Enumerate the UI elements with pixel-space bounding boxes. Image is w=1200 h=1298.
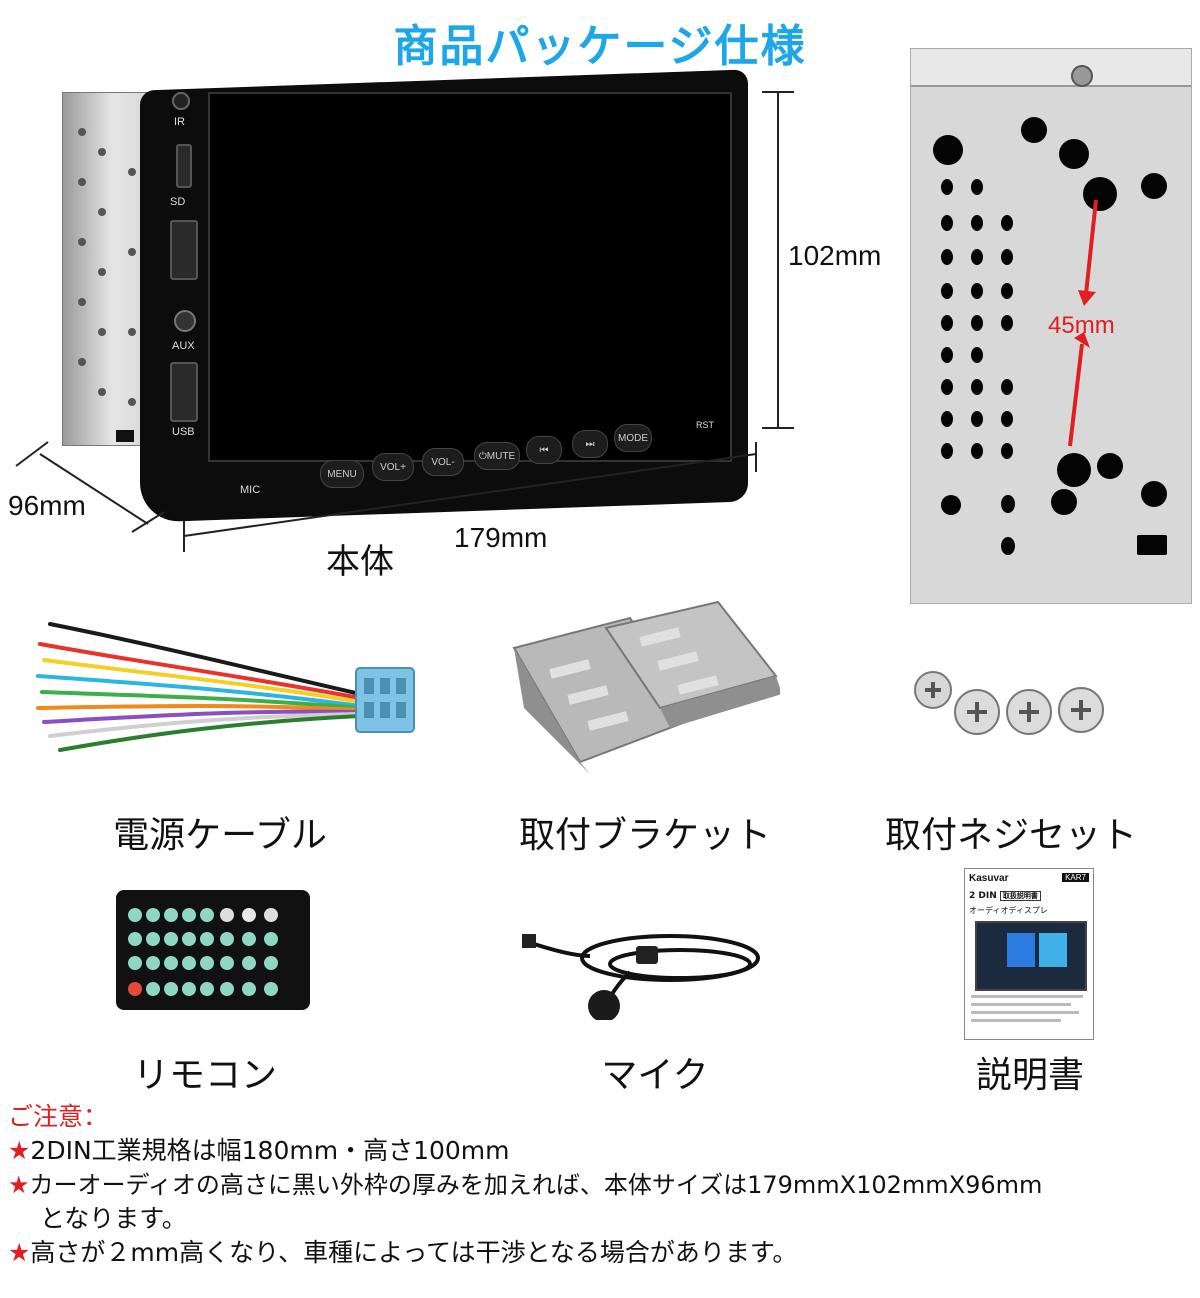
notes-section: ご注意： ★2DIN工業規格は幅180mm・高さ100mm ★カーオーディオの高… bbox=[8, 1100, 1198, 1270]
note-item-3: ★高さが２mm高くなり、車種によっては干渉となる場合があります。 bbox=[8, 1238, 798, 1267]
manual-line2: オーディオディスプレ bbox=[969, 906, 1048, 915]
usb-label: USB bbox=[172, 426, 195, 438]
unit-screen bbox=[208, 92, 732, 462]
screw-head-icon bbox=[1071, 65, 1093, 87]
rst-label: RST bbox=[696, 420, 714, 430]
depth-dimension: 96mm bbox=[8, 490, 86, 521]
accessory-label-screws: 取付ネジセット bbox=[884, 815, 1137, 856]
microphone-icon bbox=[522, 934, 760, 1020]
prev-button: ⏮ bbox=[526, 436, 562, 464]
notes-heading: ご注意： bbox=[8, 1102, 109, 1131]
manual-icon: Kasuvar KAR7 2 DIN 取扱説明書 オーディオディスプレ bbox=[964, 868, 1094, 1040]
screw-set-icon bbox=[914, 671, 1104, 735]
manual-brand: Kasuvar bbox=[969, 873, 1009, 884]
manual-model: KAR7 bbox=[1062, 873, 1089, 882]
dimension-lines bbox=[15, 91, 794, 552]
mic-label: MIC bbox=[240, 484, 261, 496]
sd-slot-icon bbox=[176, 144, 192, 188]
ir-sensor-icon bbox=[172, 92, 190, 110]
chassis-holes bbox=[78, 128, 136, 442]
accessory-label-bracket: 取付ブラケット bbox=[518, 815, 771, 856]
usb-port-bottom-icon bbox=[170, 362, 198, 422]
note-item-1: ★2DIN工業規格は幅180mm・高さ100mm bbox=[8, 1136, 510, 1165]
note-item-2-cont: となります。 bbox=[40, 1204, 187, 1233]
bracket-detail bbox=[910, 48, 1192, 604]
next-button: ⏭ bbox=[572, 430, 608, 458]
page-title: 商品パッケージ仕様 bbox=[393, 21, 807, 72]
accessory-label-mic: マイク bbox=[601, 1055, 709, 1096]
aux-label: AUX bbox=[172, 340, 195, 352]
unit-caption: 本体 bbox=[326, 542, 394, 582]
mode-button: MODE bbox=[614, 424, 652, 452]
accessory-label-cable: 電源ケーブル bbox=[113, 815, 327, 856]
hole-pitch-dimension: 45mm bbox=[1048, 312, 1115, 339]
aux-jack-icon bbox=[174, 310, 196, 332]
sd-label: SD bbox=[170, 196, 186, 208]
width-dimension: 179mm bbox=[454, 522, 548, 553]
mounting-bracket-icon bbox=[512, 600, 780, 774]
note-item-2: ★カーオーディオの高さに黒い外枠の厚みを加えれば、本体サイズは179mmX102… bbox=[8, 1171, 1043, 1199]
remote-control-icon bbox=[116, 890, 310, 1010]
height-dimension: 102mm bbox=[788, 240, 882, 271]
hole-pitch-arrows bbox=[1068, 199, 1098, 447]
vol-down-button: VOL- bbox=[422, 448, 464, 476]
usb-port-top-icon bbox=[170, 220, 198, 280]
accessory-label-manual: 説明書 bbox=[975, 1055, 1084, 1096]
power-cable-icon bbox=[36, 622, 415, 752]
mute-button: ⏻MUTE bbox=[474, 442, 520, 470]
ir-label: IR bbox=[174, 116, 185, 128]
manual-line1: 2 DIN bbox=[969, 891, 997, 901]
vol-up-button: VOL+ bbox=[372, 453, 414, 481]
manual-tag: 取扱説明書 bbox=[999, 891, 1041, 901]
menu-button: MENU bbox=[320, 460, 364, 488]
accessory-label-remote: リモコン bbox=[132, 1055, 277, 1096]
